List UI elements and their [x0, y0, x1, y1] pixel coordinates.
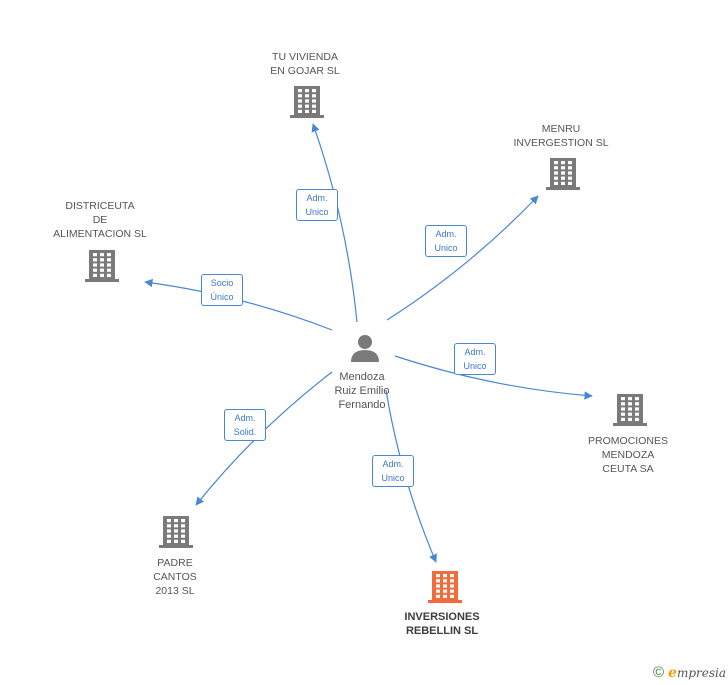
- brand-logo: empresia: [668, 664, 726, 681]
- edge-tu-vivienda: [311, 123, 358, 323]
- relation-label-menru[interactable]: Adm. Unico: [425, 225, 467, 257]
- relation-label-tu-vivienda[interactable]: Adm. Unico: [296, 189, 338, 221]
- person-icon[interactable]: [351, 335, 379, 362]
- footer-brand: © empresia: [653, 664, 726, 681]
- building-icon-promociones[interactable]: [613, 394, 647, 426]
- building-icon-menru[interactable]: [546, 158, 580, 190]
- building-icon-districeuta[interactable]: [85, 250, 119, 282]
- company-name-menru[interactable]: MENRU INVERGESTION SL: [513, 123, 609, 149]
- edge-promociones: [394, 355, 593, 400]
- building-icon-inversiones[interactable]: [428, 571, 462, 603]
- person-name[interactable]: Mendoza Ruiz Emilio Fernando: [334, 371, 390, 411]
- relation-label-inversiones[interactable]: Adm. Unico: [372, 455, 414, 487]
- copyright-symbol: ©: [652, 664, 665, 681]
- relation-label-promociones[interactable]: Adm. Unico: [454, 343, 496, 375]
- company-name-tu-vivienda[interactable]: TU VIVIENDA EN GOJAR SL: [270, 51, 340, 77]
- relation-label-districeuta[interactable]: Socio Único: [201, 274, 243, 306]
- relation-label-padre-cantos[interactable]: Adm. Solid.: [224, 409, 266, 441]
- building-icon-padre-cantos[interactable]: [159, 516, 193, 548]
- building-icon-tu-vivienda[interactable]: [290, 86, 324, 118]
- company-name-inversiones[interactable]: INVERSIONES REBELLIN SL: [404, 611, 480, 637]
- company-name-districeuta[interactable]: DISTRICEUTA DE ALIMENTACION SL: [53, 200, 147, 240]
- company-name-padre-cantos[interactable]: PADRE CANTOS 2013 SL: [153, 557, 197, 597]
- company-name-promociones[interactable]: PROMOCIONES MENDOZA CEUTA SA: [588, 435, 668, 475]
- edge-menru: [386, 195, 539, 321]
